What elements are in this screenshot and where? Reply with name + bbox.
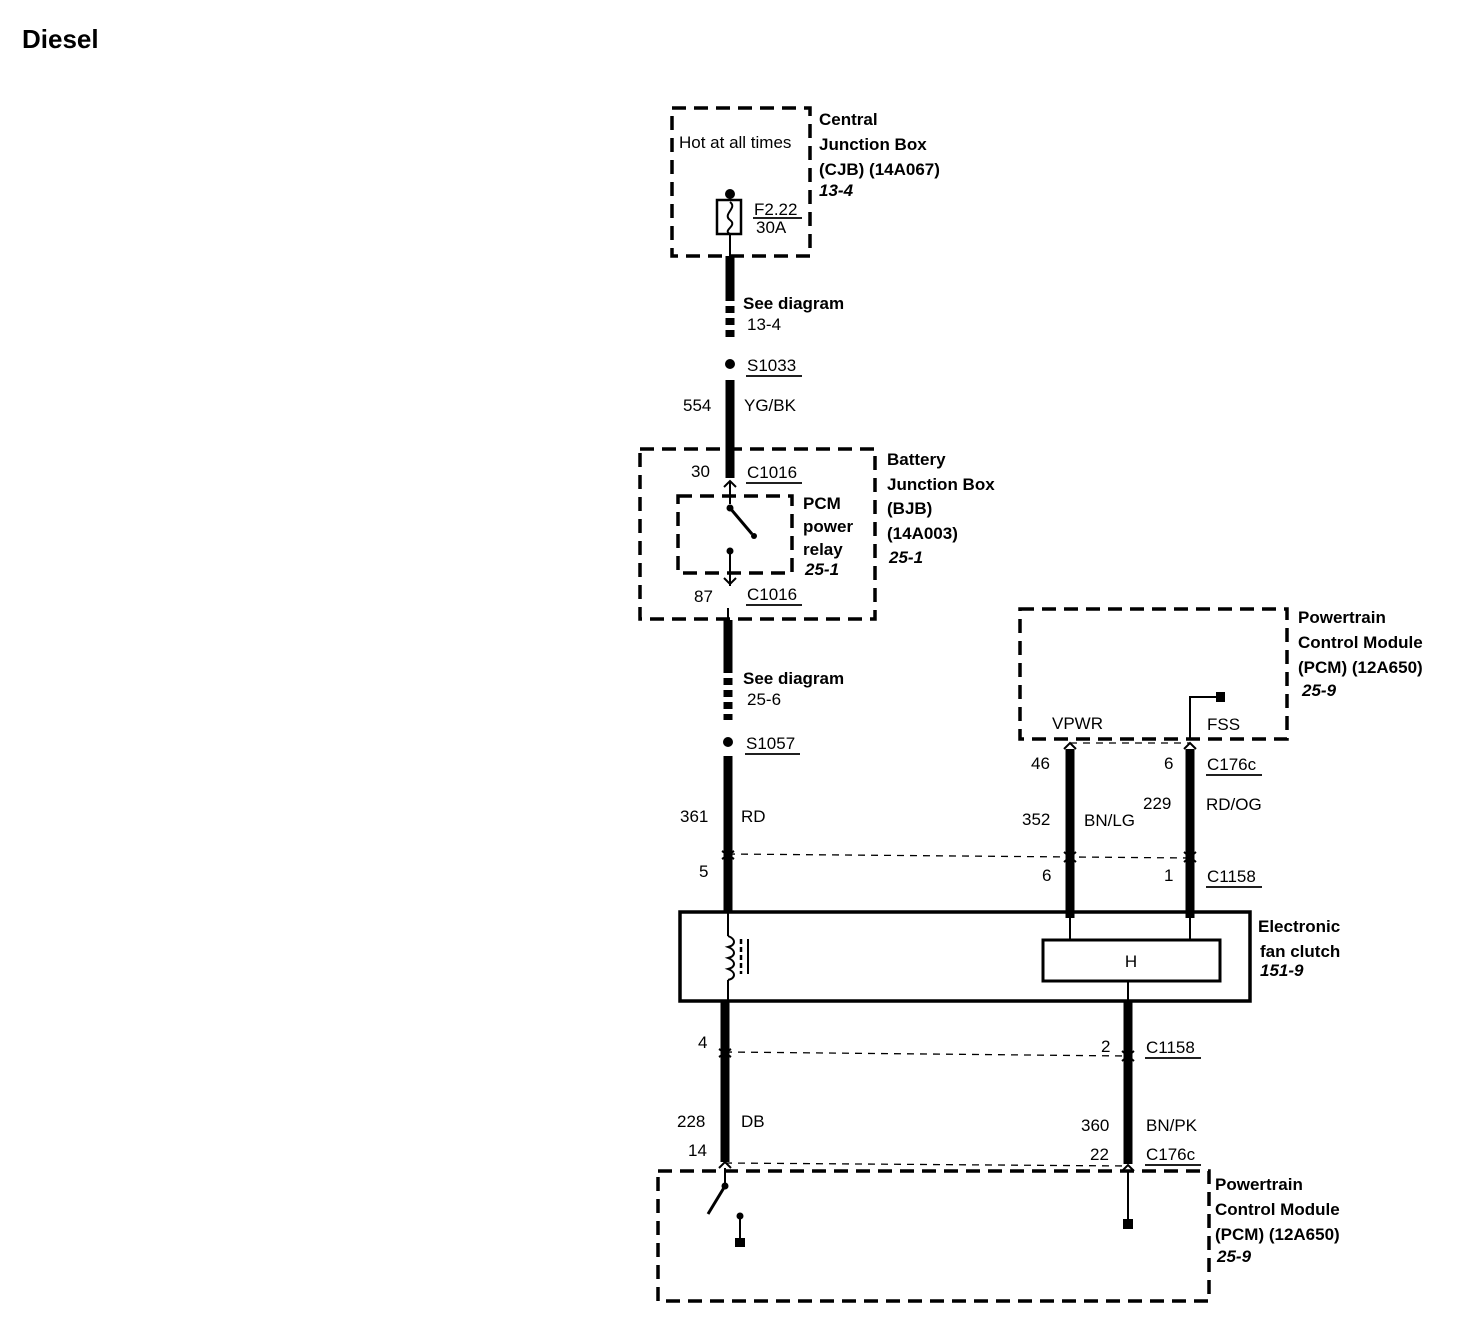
fan-clutch-name-line-2: fan clutch xyxy=(1260,942,1340,961)
fuse-id: F2.22 xyxy=(754,200,797,219)
fan-signal-ground-icon xyxy=(1123,1219,1133,1229)
cjb-name-line-1: Central xyxy=(819,110,878,129)
vpwr-label: VPWR xyxy=(1052,714,1103,733)
cjb-hot-label: Hot at all times xyxy=(679,133,791,152)
fss-ground-lead xyxy=(1189,696,1218,740)
cjb-name-line-2: Junction Box xyxy=(819,135,927,154)
fan-clutch-name-line-1: Electronic xyxy=(1258,917,1340,936)
fan-clutch-outline xyxy=(678,910,1252,1003)
relay-ref: 25-1 xyxy=(804,560,839,579)
pin-22: 22 xyxy=(1090,1145,1109,1164)
circuit-228: 228 xyxy=(677,1112,705,1131)
pin-6-c1158: 6 xyxy=(1042,866,1051,885)
page-title: Diesel xyxy=(22,24,99,54)
pin-1: 1 xyxy=(1164,866,1173,885)
pin-30: 30 xyxy=(691,462,710,481)
wire-361: See diagram 25-6 S1057 361 RD 5 xyxy=(680,608,844,912)
bjb-name-line-4: (14A003) xyxy=(887,524,958,543)
pcm-bottom-outline xyxy=(656,1169,1211,1303)
pin-87: 87 xyxy=(694,587,713,606)
pin-4: 4 xyxy=(698,1033,707,1052)
cjb-outline xyxy=(670,106,812,258)
pin-46: 46 xyxy=(1031,754,1050,773)
fss-ground-icon xyxy=(1216,692,1225,702)
circuit-229: 229 xyxy=(1143,794,1171,813)
fuse-rating: 30A xyxy=(756,218,787,237)
wire-color-bn-pk: BN/PK xyxy=(1146,1116,1198,1135)
pin-2: 2 xyxy=(1101,1037,1110,1056)
c1158-upper-row: 6 1 C1158 xyxy=(721,850,1262,888)
splice-s1057: S1057 xyxy=(746,734,795,753)
pcm-top: VPWR FSS Powertrain Control Module (PCM)… xyxy=(1018,607,1423,776)
fss-label: FSS xyxy=(1207,715,1240,734)
wires-228-360: 4 2 C1158 228 DB 360 BN/PK 14 22 C176c xyxy=(677,1001,1201,1172)
bjb-outline xyxy=(638,447,877,621)
pcm-relay-outline xyxy=(676,494,794,575)
pcm-bottom-name-line-2: Control Module xyxy=(1215,1200,1340,1219)
pcm-relay-switch-icon xyxy=(706,1185,727,1215)
clutch-coil-icon xyxy=(724,935,735,981)
splice-s1033-dot xyxy=(725,359,735,369)
circuit-352: 352 xyxy=(1022,810,1050,829)
pcm-top-name-line-1: Powertrain xyxy=(1298,608,1386,627)
connector-c176c-top: C176c xyxy=(1207,755,1257,774)
connector-c1158-upper: C1158 xyxy=(1207,867,1256,886)
pcm-top-ref: 25-9 xyxy=(1301,681,1337,700)
pcm-bottom-name-line-1: Powertrain xyxy=(1215,1175,1303,1194)
wire-color-rd-og: RD/OG xyxy=(1206,795,1262,814)
relay-name-line-3: relay xyxy=(803,540,843,559)
splice-s1033: S1033 xyxy=(747,356,796,375)
pcm-bottom-ref: 25-9 xyxy=(1216,1247,1252,1266)
wire-color-bn-lg: BN/LG xyxy=(1084,811,1135,830)
relay-switch-arm-icon xyxy=(728,507,754,535)
pin-6-c176c: 6 xyxy=(1164,754,1173,773)
pcm-top-name-line-3: (PCM) (12A650) xyxy=(1298,658,1423,677)
speed-sensor-label: H xyxy=(1125,952,1137,971)
c176c-vpwr-connector-icon xyxy=(1063,741,1077,750)
connector-c176c-lower: C176c xyxy=(1146,1145,1196,1164)
pcm-top-name-line-2: Control Module xyxy=(1298,633,1423,652)
see-diagram-label-2: See diagram xyxy=(743,669,844,688)
bjb-name-line-3: (BJB) xyxy=(887,499,932,518)
bjb-name-line-1: Battery xyxy=(887,450,946,469)
circuit-360: 360 xyxy=(1081,1116,1109,1135)
electronic-fan-clutch: H Electronic fan clutch 151-9 xyxy=(678,910,1340,1003)
pin-14: 14 xyxy=(688,1141,707,1160)
cjb-ref: 13-4 xyxy=(819,181,854,200)
pin-5: 5 xyxy=(699,862,708,881)
relay-name-line-2: power xyxy=(803,517,853,536)
wires-352-229: 352 BN/LG 229 RD/OG xyxy=(1022,749,1262,918)
connector-c1158-lower: C1158 xyxy=(1146,1038,1195,1057)
cjb-name-line-3: (CJB) (14A067) xyxy=(819,160,940,179)
fan-clutch-ref: 151-9 xyxy=(1260,961,1304,980)
pcm-bottom-name-line-3: (PCM) (12A650) xyxy=(1215,1225,1340,1244)
pcm-top-outline xyxy=(1018,607,1289,741)
c1016-bottom-connector-icon xyxy=(723,577,737,586)
see-diagram-ref: 13-4 xyxy=(747,315,781,334)
speed-sensor-box xyxy=(1041,938,1222,983)
relay-name-line-1: PCM xyxy=(803,494,841,513)
circuit-361: 361 xyxy=(680,807,708,826)
see-diagram-ref-2: 25-6 xyxy=(747,690,781,709)
pcm-ground-icon xyxy=(735,1238,745,1247)
bjb-ref: 25-1 xyxy=(888,548,923,567)
bjb-name-line-2: Junction Box xyxy=(887,475,995,494)
central-junction-box: Hot at all times F2.22 30A Central Junct… xyxy=(670,106,940,258)
wire-color-rd: RD xyxy=(741,807,766,826)
see-diagram-label: See diagram xyxy=(743,294,844,313)
circuit-554: 554 xyxy=(683,396,711,415)
wire-color-db: DB xyxy=(741,1112,765,1131)
wire-554: See diagram 13-4 S1033 554 YG/BK xyxy=(683,234,844,478)
c176c-fss-connector-icon xyxy=(1183,741,1197,750)
connector-c1016-bottom: C1016 xyxy=(747,585,797,604)
splice-s1057-dot xyxy=(723,737,733,747)
wire-color-yg-bk: YG/BK xyxy=(744,396,797,415)
battery-junction-box: 30 C1016 87 C1016 PCM power relay 25-1 B… xyxy=(638,447,995,621)
pcm-bottom: Powertrain Control Module (PCM) (12A650)… xyxy=(656,1168,1340,1303)
connector-c1016-top: C1016 xyxy=(747,463,797,482)
